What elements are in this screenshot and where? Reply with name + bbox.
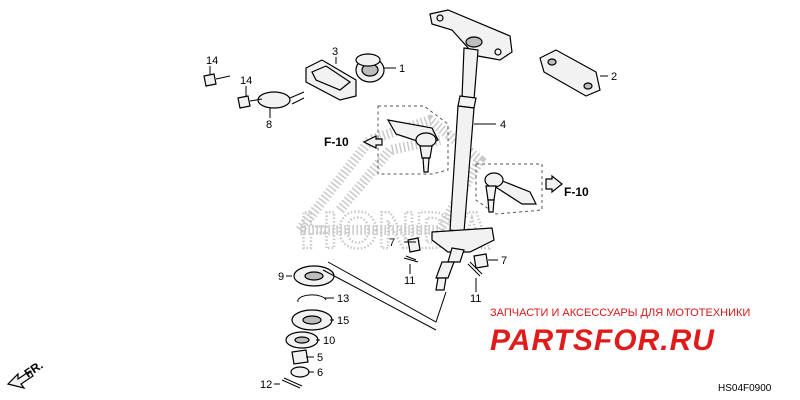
ref-left-label: F-10 [324,135,349,149]
tie-rod-left-box [377,105,449,175]
steering-shaft [429,9,513,291]
explode-guide-line [327,261,447,323]
callout-3: 3 [332,46,338,58]
callout-14b: 14 [240,75,252,87]
callout-7a: 7 [389,237,395,249]
leader-lines [209,57,608,385]
callout-9: 9 [278,271,284,283]
clamp-8 [257,91,305,109]
front-direction-marker: FR. [6,358,46,389]
callout-12: 12 [260,379,272,391]
circlip-13 [297,294,327,303]
ref-left-f10: F-10 [324,135,383,149]
ref-right-f10: F-10 [545,174,589,199]
holder-2 [539,49,601,97]
bushing-1 [355,53,385,83]
diagram-code: HS04F0900 [718,383,772,394]
cotter-pin-12 [281,377,303,389]
washer-6 [290,366,310,378]
callout-1: 1 [399,63,405,75]
callout-14a: 14 [206,55,218,67]
bolt-14b [237,95,263,109]
cotter-pin-11a [403,255,419,263]
shop-tagline: ЗАПЧАСТИ И АКСЕССУАРЫ ДЛЯ МОТОТЕХНИКИ [490,307,750,319]
explode-guide-line-2 [322,269,437,331]
callout-labels: 1 2 3 4 5 6 7 7 8 9 10 11 11 12 13 14 14… [206,46,617,391]
callout-11a: 11 [404,275,415,287]
ref-right-label: F-10 [564,185,589,199]
seal-9 [293,265,335,287]
callout-6: 6 [317,367,323,379]
callout-2: 2 [611,71,617,83]
callout-4: 4 [500,119,506,131]
shop-logo: PARTSFOR.RU [490,324,715,357]
callout-13: 13 [337,293,349,305]
nut-7a [407,237,421,253]
callout-5: 5 [317,352,323,364]
seal-10 [285,331,319,349]
holder-3 [305,59,357,101]
callout-7b: 7 [501,255,507,267]
bolt-14a [203,73,231,87]
callout-11b: 11 [470,293,481,305]
shop-watermark: ЗАПЧАСТИ И АКСЕССУАРЫ ДЛЯ МОТОТЕХНИКИ PA… [490,307,750,357]
tie-rod-right-box [475,163,543,215]
nut-5 [291,349,309,365]
callout-8: 8 [266,119,272,131]
callout-10: 10 [323,335,335,347]
callout-15: 15 [337,315,349,327]
bearing-15 [291,309,333,331]
cotter-pin-11b [467,261,483,277]
nut-7b [473,253,489,269]
